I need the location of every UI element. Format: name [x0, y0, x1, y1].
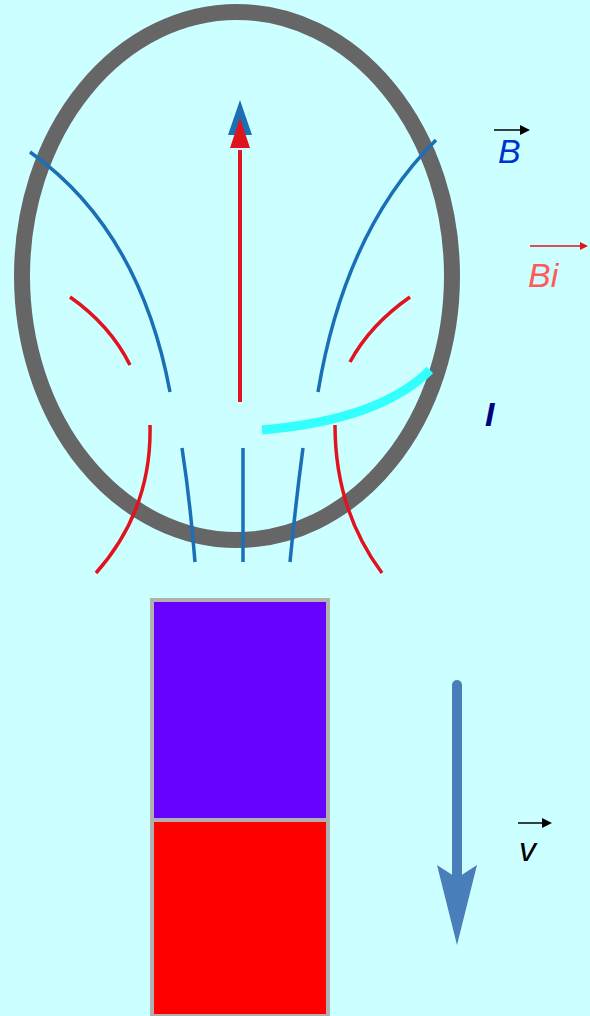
induced-field-arrow: [238, 150, 242, 402]
velocity-arrow-head: [437, 865, 477, 945]
velocity-symbol: v: [519, 832, 536, 866]
field-symbol: B: [498, 134, 521, 168]
current-indicator: [262, 370, 430, 430]
induced-field-symbol: Bi: [528, 258, 558, 292]
magnet-north: [152, 600, 328, 820]
conducting-ring: [22, 12, 452, 540]
current-symbol: I: [485, 397, 494, 431]
arrow-head-red: [230, 118, 250, 148]
magnet-south: [152, 820, 328, 1016]
vector-arrow: [530, 245, 586, 247]
vector-arrow: [518, 822, 550, 824]
velocity-arrow: [452, 685, 462, 880]
vector-arrow-head: [580, 242, 588, 250]
vector-arrow: [494, 129, 528, 131]
magnet-field-lines: [30, 140, 436, 562]
